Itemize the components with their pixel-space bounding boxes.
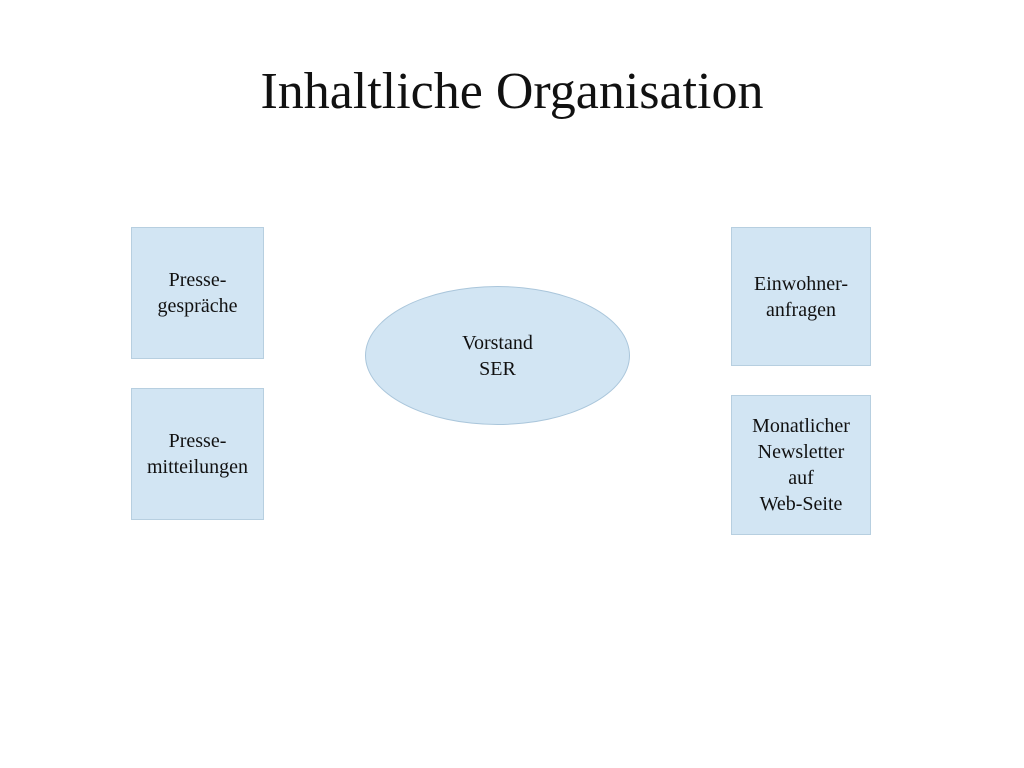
node-vorstand-ser: Vorstand SER (365, 286, 630, 425)
node-vorstand-ser-label: Vorstand SER (462, 331, 533, 380)
node-pressemitteilungen-label: Presse- mitteilungen (146, 430, 249, 478)
node-einwohneranfragen-label: Einwohner- anfragen (753, 272, 848, 321)
node-monatlicher-newsletter-label: Monatlicher Newsletter auf Web-Seite (752, 415, 850, 515)
slide-title: Inhaltliche Organisation (260, 63, 764, 120)
node-monatlicher-newsletter: Monatlicher Newsletter auf Web-Seite (731, 395, 871, 535)
node-pressemitteilungen: Presse- mitteilungen (131, 388, 264, 520)
node-pressegespraeche: Presse- gespräche (131, 227, 264, 359)
node-einwohneranfragen: Einwohner- anfragen (731, 227, 871, 366)
node-pressegespraeche-label: Presse- gespräche (157, 269, 238, 317)
